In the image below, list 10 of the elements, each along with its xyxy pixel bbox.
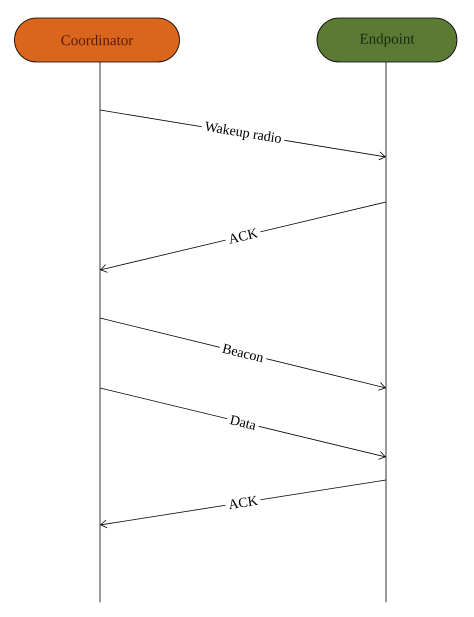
edge-label: Beacon xyxy=(218,340,268,366)
message-arrow xyxy=(100,388,386,460)
actor-box: Endpoint xyxy=(316,18,458,62)
edge-label: ACK xyxy=(224,224,262,248)
edge-label: Data xyxy=(225,411,261,434)
message-arrow xyxy=(100,202,386,273)
edge-label: ACK xyxy=(224,492,262,513)
edge-label: Wakeup radio xyxy=(200,117,286,150)
actor-box: Coordinator xyxy=(14,18,180,62)
message-arrow xyxy=(100,480,386,528)
